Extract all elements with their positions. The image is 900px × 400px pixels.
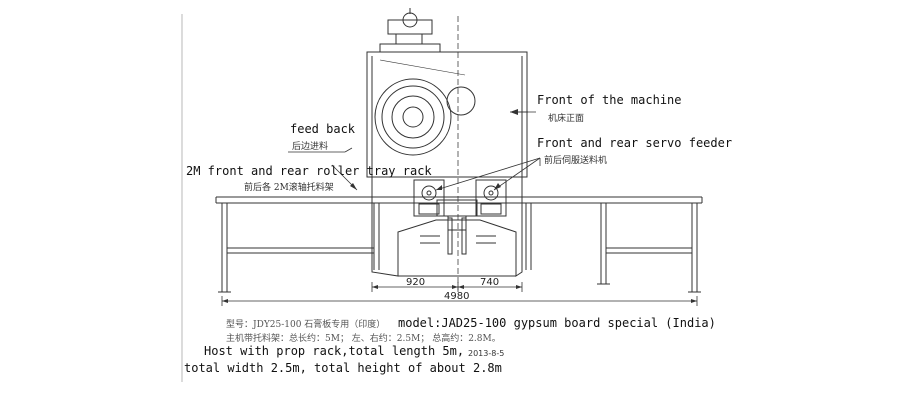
note-model-cn: 型号：JDY25-100 石膏板专用（印度） xyxy=(226,318,385,330)
dimension-740: 740 xyxy=(480,277,499,288)
note-rack-cn: 主机带托料架：总长约：5M； 左、右约：2.5M； 总高约：2.8M。 xyxy=(226,332,501,344)
label-feed-cn: 后边进料 xyxy=(292,140,328,152)
dimension-lines xyxy=(221,282,698,306)
main-frame xyxy=(366,51,528,277)
servo-feeder-right xyxy=(475,179,507,217)
label-feed-en: feed back xyxy=(290,122,356,136)
label-roller-en: 2M front and rear roller tray rack xyxy=(186,164,432,178)
left-roller-rack xyxy=(218,203,380,293)
pulley xyxy=(446,86,476,116)
leader-lines xyxy=(288,111,541,191)
note-host-en-2: total width 2.5m, total height of about … xyxy=(184,361,502,375)
roller-table xyxy=(215,196,703,204)
note-host-en-1: Host with prop rack,total length 5m, xyxy=(204,344,464,358)
servo-feeder-left xyxy=(413,179,445,217)
label-servo-cn: 前后伺服送料机 xyxy=(544,154,607,166)
label-front-cn: 机床正面 xyxy=(548,112,584,124)
motor xyxy=(379,8,441,53)
label-roller-cn: 前后各 2M滚轴托料架 xyxy=(244,181,334,193)
note-model-en: model:JAD25-100 gypsum board special (In… xyxy=(398,316,716,330)
flywheel xyxy=(374,78,452,156)
dimension-4980: 4980 xyxy=(444,291,469,302)
dimension-920: 920 xyxy=(406,277,425,288)
label-servo-en: Front and rear servo feeder xyxy=(537,136,732,150)
note-date: 2013-8-5 xyxy=(468,349,504,358)
right-roller-rack xyxy=(525,203,701,293)
label-front-en: Front of the machine xyxy=(537,93,682,107)
